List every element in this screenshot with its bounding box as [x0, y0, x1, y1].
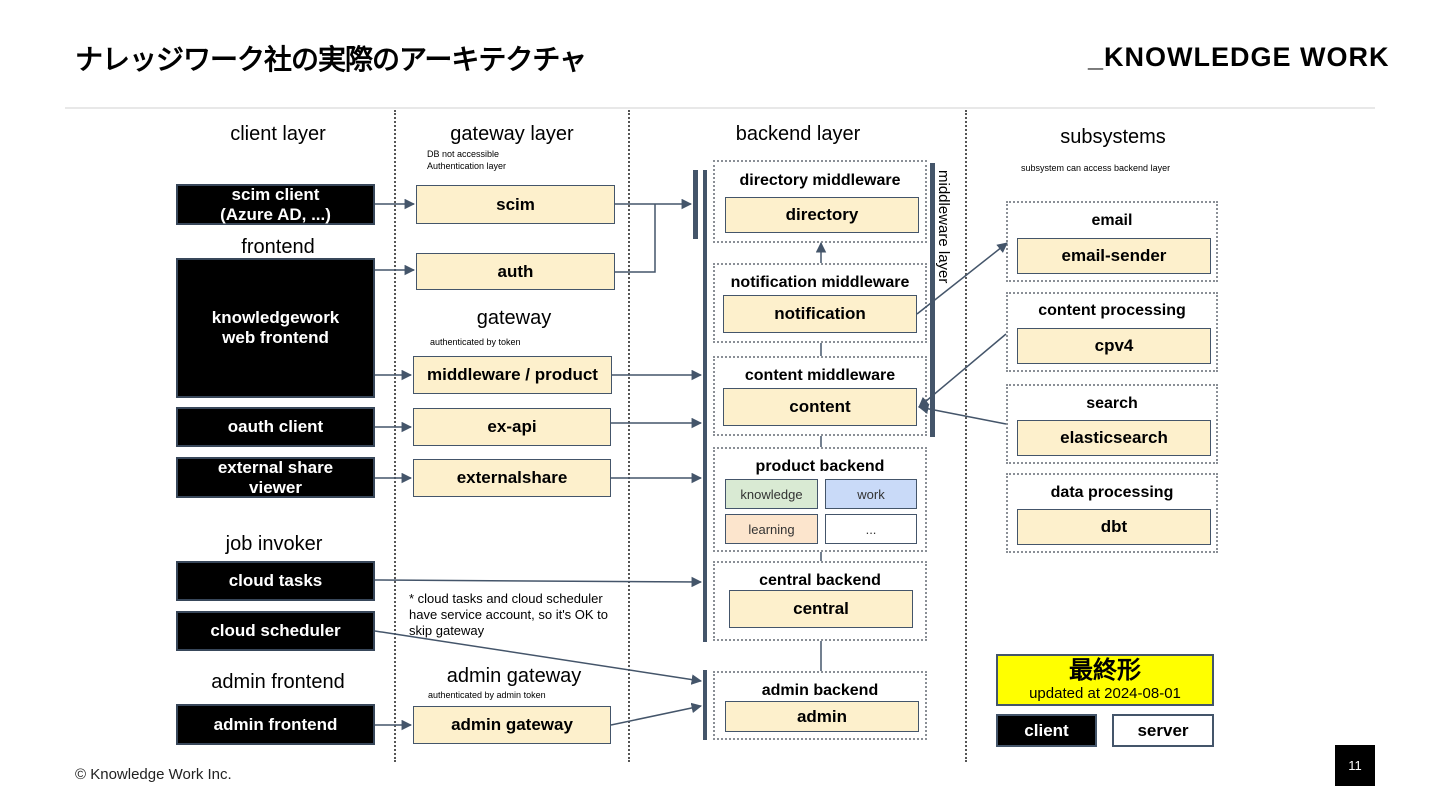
product-backend-label: product backend [755, 458, 885, 475]
admin-entry-bar [703, 670, 707, 740]
admin-backend-label: admin backend [761, 682, 879, 699]
central-backend-group: central backend [713, 561, 927, 641]
final-version-updated: updated at 2024-08-01 [1029, 685, 1181, 702]
admin-gateway-box: admin gateway [413, 706, 611, 744]
notification-middleware-label: notification middleware [730, 274, 910, 291]
admin-gateway-label: admin gateway [446, 665, 582, 687]
brand-logo: _KNOWLEDGE WORK [1088, 42, 1390, 72]
data-processing-group: data processing [1006, 473, 1218, 553]
notification-box: notification [723, 295, 917, 333]
product-backend-group: product backend [713, 447, 927, 552]
content-middleware-label: content middleware [744, 367, 896, 384]
copyright: © Knowledge Work Inc. [75, 766, 232, 783]
oauth-client-box: oauth client [176, 407, 375, 447]
subsystems-label: subsystems [1060, 126, 1166, 148]
more-domains-box: ... [825, 514, 917, 544]
scim-auth-entry-bar [693, 170, 698, 239]
cloud-tasks-box: cloud tasks [176, 561, 375, 601]
cpv4-box: cpv4 [1017, 328, 1211, 364]
final-version-badge: 最終形 updated at 2024-08-01 [996, 654, 1214, 706]
client-layer-label: client layer [230, 123, 326, 145]
page-number: 11 [1335, 745, 1375, 786]
auth-to-backend-line [615, 204, 656, 273]
layer-divider-gateway-backend [628, 110, 630, 762]
admin-box: admin [725, 701, 919, 732]
admin-frontend-label: admin frontend [211, 671, 345, 693]
layer-divider-client-gateway [394, 110, 396, 762]
legend-server: server [1112, 714, 1214, 747]
admin-gateway-token-note: authenticated by admin token [428, 690, 546, 700]
middleware-product-gateway-box: middleware / product [413, 356, 612, 394]
learning-domain-box: learning [725, 514, 818, 544]
data-processing-label: data processing [1050, 484, 1174, 501]
directory-middleware-label: directory middleware [739, 172, 901, 189]
backend-layer-label: backend layer [735, 123, 861, 145]
knowledge-domain-box: knowledge [725, 479, 818, 509]
auth-gateway-box: auth [416, 253, 615, 290]
legend-client: client [996, 714, 1097, 747]
admin-gateway-to-admin-arrow [610, 702, 703, 726]
content-processing-group: content processing [1006, 292, 1218, 372]
external-share-viewer-box: external share viewer [176, 457, 375, 498]
subsystems-note: subsystem can access backend layer [1021, 163, 1171, 173]
dbt-box: dbt [1017, 509, 1211, 545]
content-box: content [723, 388, 917, 426]
middleware-layer-label: middleware layer [935, 170, 952, 284]
gateway-layer-label: gateway layer [450, 123, 574, 145]
gateway-layer-note-auth: Authentication layer [427, 161, 507, 171]
slide-title: ナレッジワーク社の実際のアーキテクチャ [75, 43, 587, 76]
ex-api-gateway-box: ex-api [413, 408, 611, 446]
layer-divider-backend-subsystems [965, 110, 967, 762]
email-group: email [1006, 201, 1218, 282]
email-sender-box: email-sender [1017, 238, 1211, 274]
search-group-label: search [1086, 395, 1138, 412]
admin-backend-group: admin backend [713, 671, 927, 740]
externalshare-gateway-box: externalshare [413, 459, 611, 497]
backend-entry-bar [703, 170, 707, 642]
cloud-service-account-note: * cloud tasks and cloud scheduler have s… [409, 591, 609, 638]
gateway-label: gateway [476, 307, 552, 329]
search-group: search [1006, 384, 1218, 464]
gateway-layer-note-db: DB not accessible [427, 149, 500, 159]
final-version-title: 最終形 [1069, 657, 1141, 684]
central-box: central [729, 590, 913, 628]
gateway-token-note: authenticated by token [430, 337, 521, 347]
cloud-scheduler-box: cloud scheduler [176, 611, 375, 651]
frontend-label: frontend [241, 236, 315, 258]
scim-gateway-box: scim [416, 185, 615, 224]
content-processing-label: content processing [1038, 302, 1186, 319]
central-backend-label: central backend [759, 572, 881, 589]
directory-box: directory [725, 197, 919, 233]
scim-client-box: scim client (Azure AD, ...) [176, 184, 375, 225]
web-frontend-box: knowledgework web frontend [176, 258, 375, 398]
header-divider [65, 107, 1375, 109]
email-group-label: email [1091, 212, 1133, 229]
elasticsearch-box: elasticsearch [1017, 420, 1211, 456]
work-domain-box: work [825, 479, 917, 509]
job-invoker-label: job invoker [225, 533, 323, 555]
admin-frontend-box: admin frontend [176, 704, 375, 745]
cloud-tasks-to-backend-arrow [374, 576, 703, 588]
